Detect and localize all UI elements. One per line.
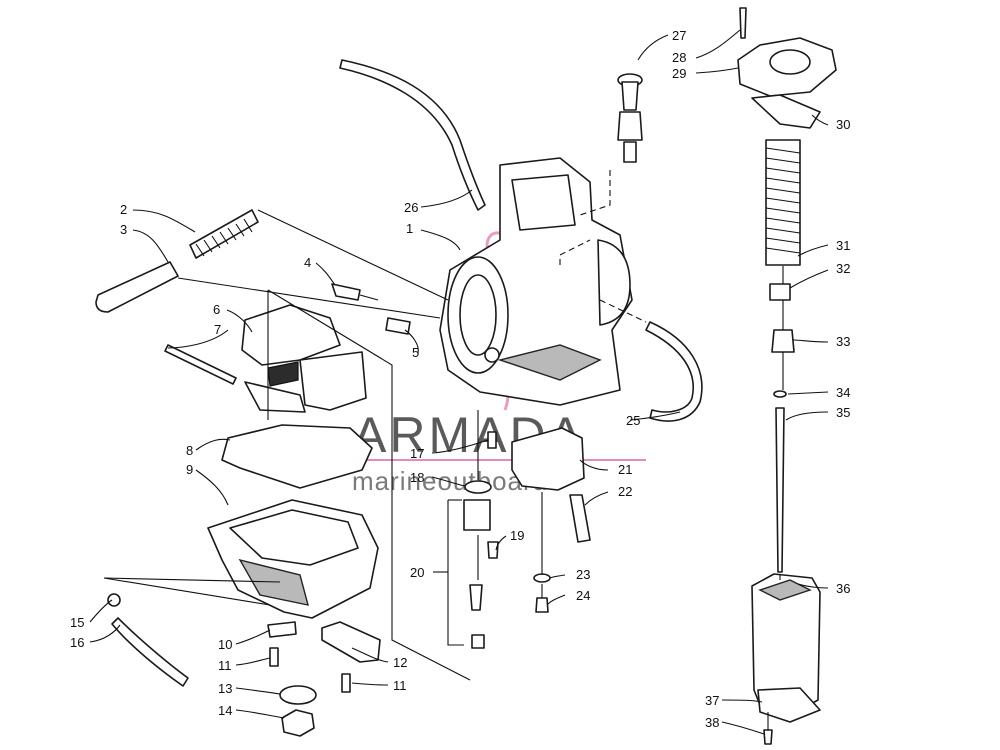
float-bowl-gasket [221, 424, 373, 489]
callout-2: 2 [120, 202, 127, 217]
callout-9: 9 [186, 462, 193, 477]
jet-holder-housing [511, 427, 585, 491]
pilot-jet-tip [359, 294, 379, 301]
callout-12: 12 [393, 655, 407, 670]
callout-32: 32 [836, 261, 850, 276]
slide-plate [757, 687, 821, 723]
callout-22: 22 [618, 484, 632, 499]
air-screw [95, 261, 179, 313]
drain-plug [281, 709, 315, 737]
callout-38: 38 [705, 715, 719, 730]
carburetor-body [439, 157, 633, 406]
callout-25: 25 [626, 413, 640, 428]
callout-17: 17 [410, 446, 424, 461]
main-jet-washer [533, 573, 551, 583]
callout-30: 30 [836, 117, 850, 132]
callout-27: 27 [672, 28, 686, 43]
callout-6: 6 [213, 302, 220, 317]
callout-13: 13 [218, 681, 232, 696]
callout-15: 15 [70, 615, 84, 630]
callout-23: 23 [576, 567, 590, 582]
callout-29: 29 [672, 66, 686, 81]
carburetor-cap [737, 37, 837, 97]
callout-37: 37 [705, 693, 719, 708]
callout-31: 31 [836, 238, 850, 253]
callout-20: 20 [410, 565, 424, 580]
watermark-rule [356, 459, 646, 461]
bracket [321, 621, 381, 663]
callout-19: 19 [510, 528, 524, 543]
float [241, 304, 367, 413]
throttle-spring [765, 139, 801, 266]
callout-10: 10 [218, 637, 232, 652]
callout-8: 8 [186, 443, 193, 458]
needle-oring [464, 480, 492, 494]
air-screw-spring [189, 209, 259, 259]
callout-11-left: 11 [218, 658, 232, 673]
callout-11-right: 11 [393, 678, 407, 693]
needle-valve-seat [463, 499, 491, 531]
cap-gasket [751, 94, 821, 129]
callout-1: 1 [406, 221, 413, 236]
callout-4: 4 [304, 255, 311, 270]
inlet-needle [469, 584, 483, 611]
needle-retainer [771, 329, 795, 353]
fuel-hose [645, 321, 703, 422]
needle-holder-screw [487, 431, 497, 449]
vent-hose [339, 59, 486, 211]
callout-7: 7 [214, 322, 221, 337]
callout-34: 34 [836, 385, 850, 400]
main-jet [535, 597, 549, 613]
callout-18: 18 [410, 470, 424, 485]
callout-21: 21 [618, 462, 632, 477]
callout-14: 14 [218, 703, 232, 718]
spring-seat [769, 283, 791, 301]
bowl-plate [267, 621, 297, 638]
drain-clamp [107, 593, 121, 607]
callout-36: 36 [836, 581, 850, 596]
callout-35: 35 [836, 405, 850, 420]
callout-24: 24 [576, 588, 590, 603]
callout-3: 3 [120, 222, 127, 237]
float-bowl [207, 499, 379, 619]
callout-26: 26 [404, 200, 418, 215]
starter-jet [385, 317, 411, 335]
callout-16: 16 [70, 635, 84, 650]
slide-screw [763, 729, 773, 745]
bowl-screw-left [269, 647, 279, 667]
callout-5: 5 [412, 345, 419, 360]
needle-clip [471, 634, 485, 649]
float-pin [164, 344, 237, 385]
choke-plunger [569, 494, 591, 543]
pilot-jet [331, 283, 361, 301]
clip-screw [487, 541, 499, 559]
throttle-slide [751, 573, 821, 711]
assembly-lines [103, 170, 784, 730]
drain-plug-oring [279, 685, 317, 705]
callout-33: 33 [836, 334, 850, 349]
needle-eclip [773, 390, 787, 398]
jet-needle [775, 407, 785, 573]
callout-numbers: 1 2 3 4 5 6 7 8 9 10 11 12 13 14 15 16 1… [70, 28, 850, 730]
drain-hose [111, 617, 189, 687]
throttle-stop-screw [617, 73, 643, 163]
leader-lines [89, 29, 829, 735]
cap-screw [739, 7, 747, 39]
callout-28: 28 [672, 50, 686, 65]
bowl-screw-right [341, 673, 351, 693]
